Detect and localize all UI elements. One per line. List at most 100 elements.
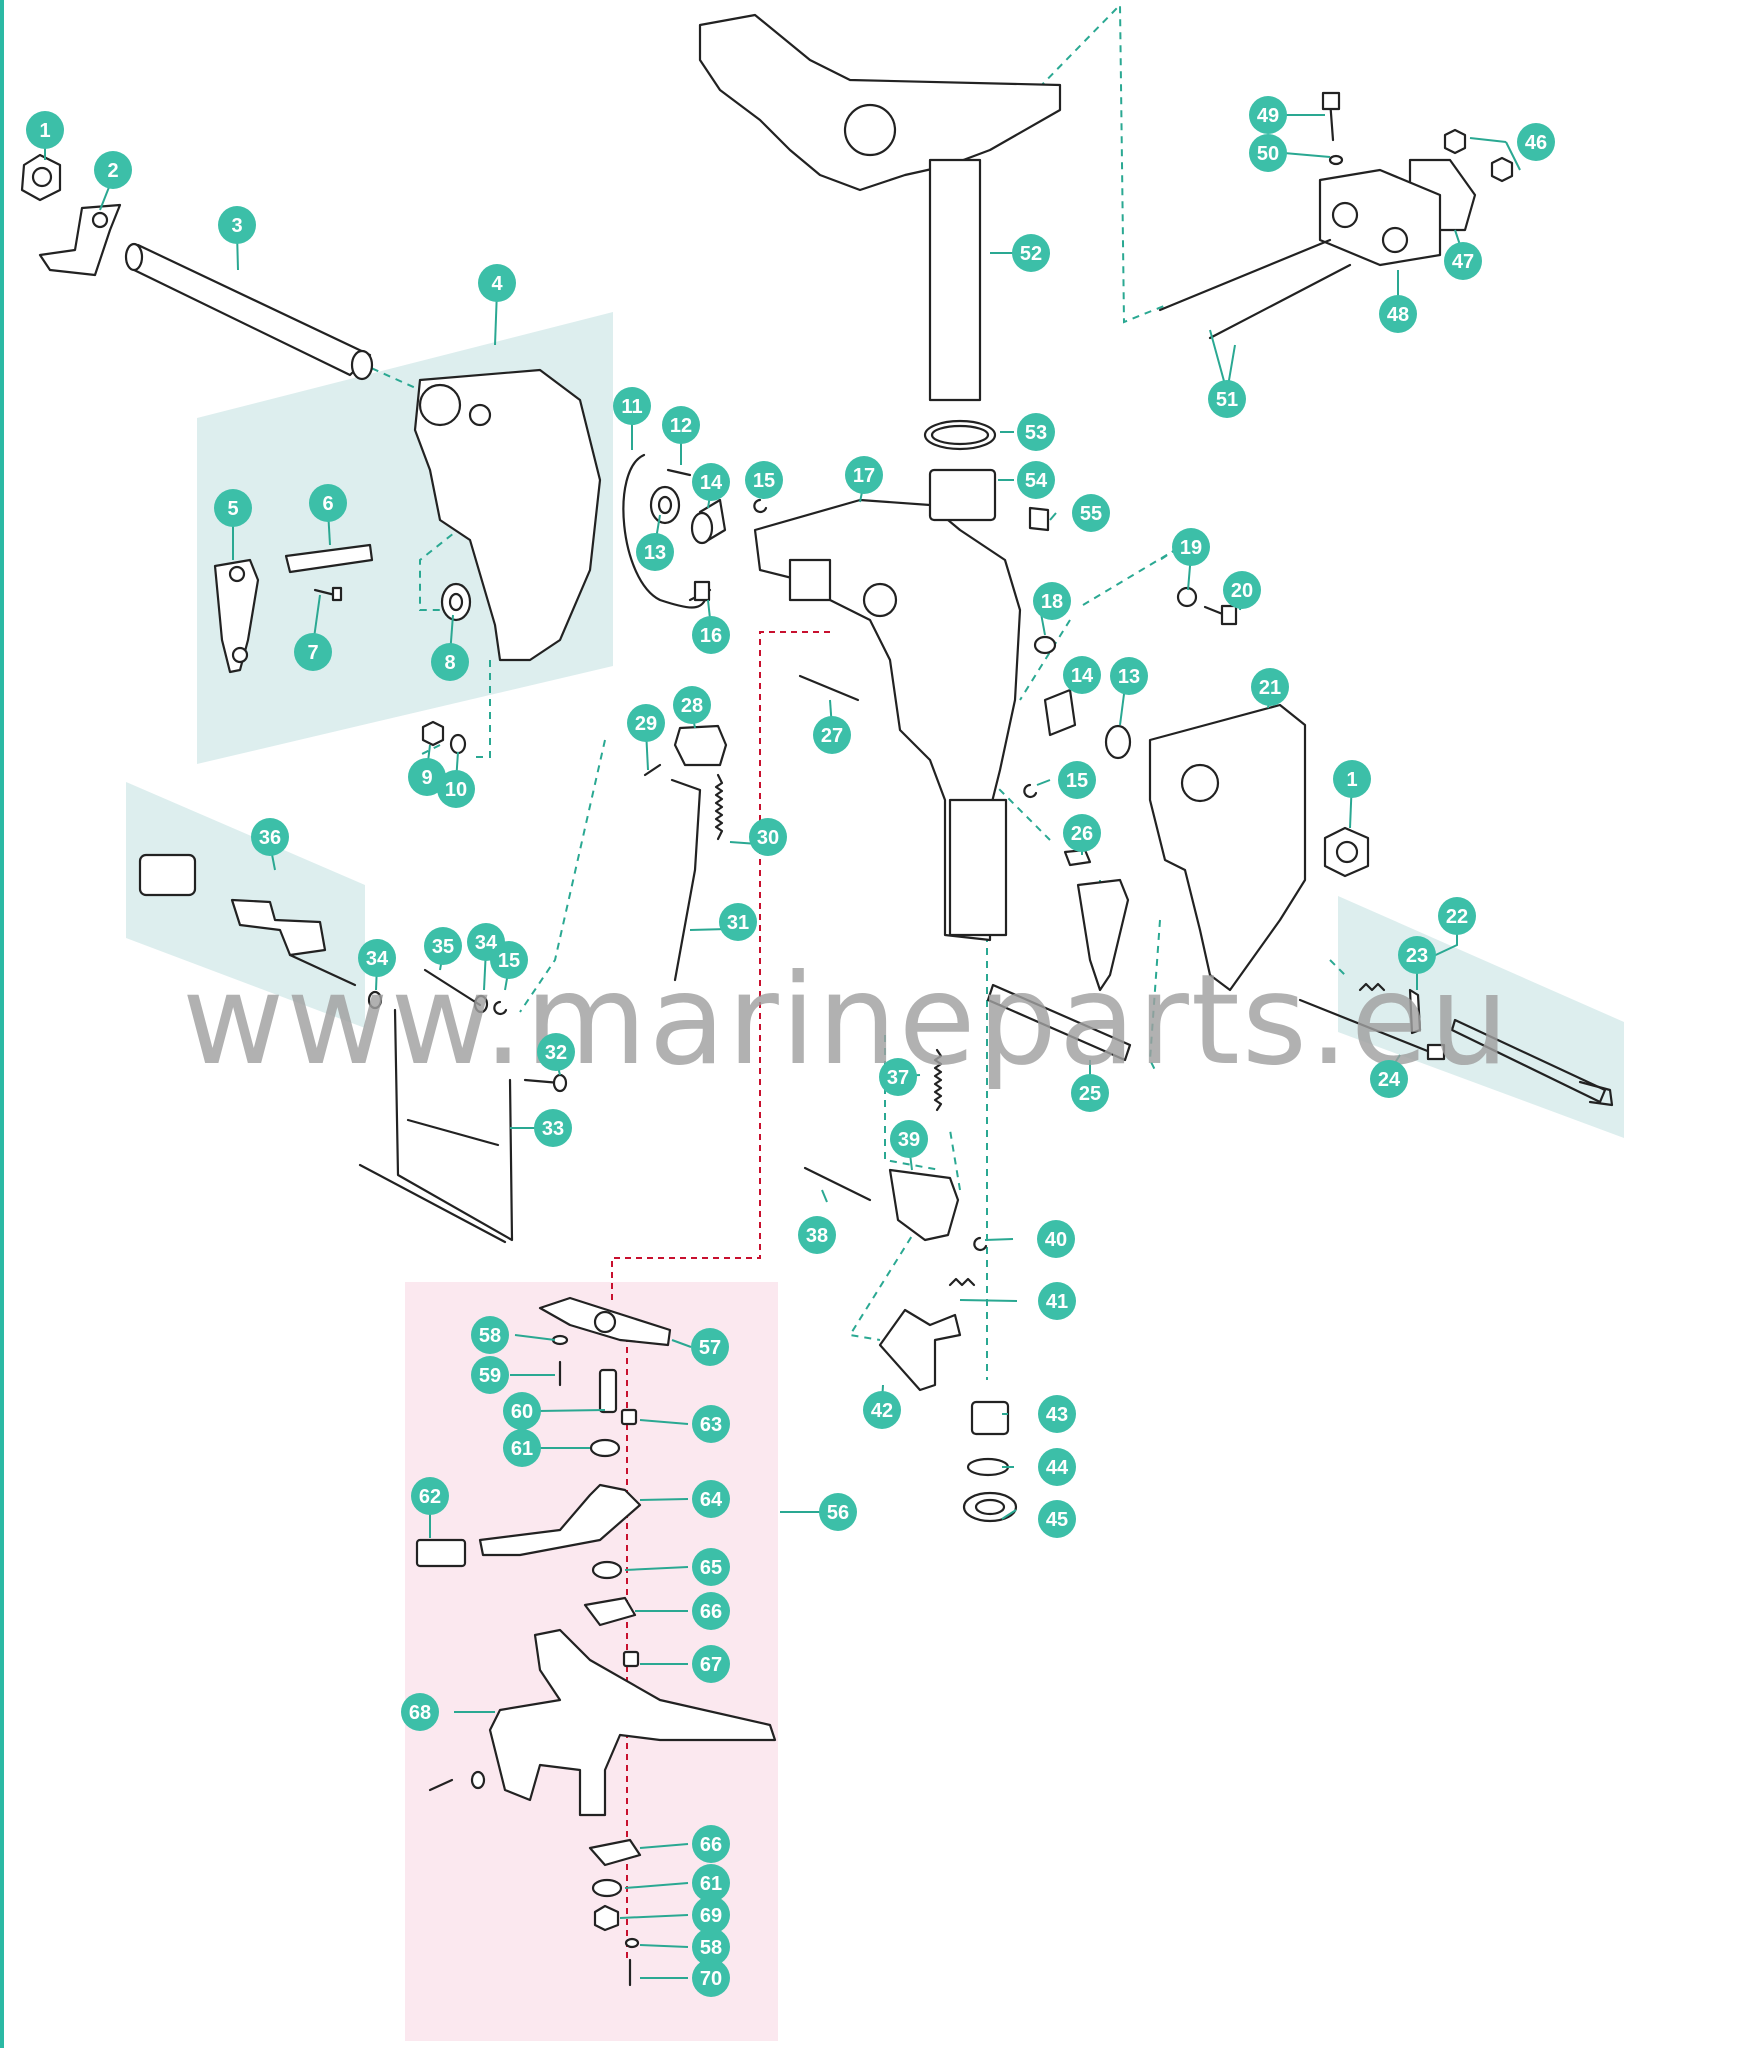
callout-bubble: [819, 1493, 857, 1531]
callout-number: 32: [545, 1042, 567, 1064]
spring-62: [415, 1538, 467, 1568]
callout-15: 15: [1058, 761, 1096, 799]
callout-39: 39: [890, 1120, 928, 1158]
watermark-text: www.marineparts.eu: [182, 948, 1511, 1093]
callout-number: 42: [871, 1400, 893, 1422]
block-28: [673, 724, 728, 767]
callout-number: 24: [1378, 1069, 1401, 1091]
callout-number: 53: [1025, 422, 1047, 444]
callout-number: 64: [700, 1489, 723, 1511]
shim-55: [1028, 506, 1050, 532]
callout-number: 13: [644, 542, 666, 564]
callout-30: 30: [749, 818, 787, 856]
through-bolt-24: [1298, 998, 1432, 1054]
callout-bubble: [408, 758, 446, 796]
callout-bubble: [691, 1328, 729, 1366]
steering-head-52: [698, 13, 1062, 192]
bushing-43: [970, 1400, 1010, 1436]
callout-56: 56: [819, 1493, 857, 1531]
spring-30: [714, 773, 724, 841]
callout-number: 15: [753, 470, 775, 492]
callout-number: 49: [1257, 105, 1279, 127]
callout-number: 36: [259, 827, 281, 849]
callout-bubble: [478, 264, 516, 302]
callout-number: 55: [1080, 503, 1102, 525]
nut-46b: [1490, 156, 1514, 183]
circlip-15: [753, 498, 768, 514]
callout-number: 37: [887, 1067, 909, 1089]
callout-number: 70: [700, 1968, 722, 1990]
callout-number: 27: [821, 725, 843, 747]
callout-49: 49: [1249, 96, 1287, 134]
washer-65: [591, 1560, 623, 1580]
callout-50: 50: [1249, 134, 1287, 172]
callout-68: 68: [401, 1693, 439, 1731]
knob-36: [138, 853, 197, 897]
callout-7: 7: [294, 633, 332, 671]
callout-bubble: [503, 1392, 541, 1430]
callout-bubble: [692, 616, 730, 654]
callout-53: 53: [1017, 413, 1055, 451]
callout-2: 2: [94, 151, 132, 189]
callout-27: 27: [813, 716, 851, 754]
callout-bubble: [1172, 528, 1210, 566]
callout-62: 62: [411, 1477, 449, 1515]
callout-number: 40: [1045, 1229, 1067, 1251]
callout-number: 25: [1079, 1083, 1101, 1105]
callout-bubble: [431, 643, 469, 681]
callout-number: 48: [1387, 304, 1409, 326]
washer-34: [367, 990, 383, 1010]
callout-bubble: [309, 484, 347, 522]
callout-number: 28: [681, 695, 703, 717]
callout-number: 18: [1041, 591, 1063, 613]
callout-bubble: [537, 1033, 575, 1071]
nut-9: [421, 720, 445, 747]
bolt-38: [803, 1166, 872, 1202]
callout-bubble: [1058, 761, 1096, 799]
callout-number: 5: [227, 498, 238, 520]
callout-bubble: [1251, 668, 1289, 706]
callout-bubble: [1379, 295, 1417, 333]
callout-bubble: [673, 686, 711, 724]
callout-20: 20: [1223, 571, 1261, 609]
screw-12: [666, 468, 692, 477]
callout-14: 14: [692, 463, 730, 501]
callout-13: 13: [636, 533, 674, 571]
callout-number: 44: [1046, 1457, 1069, 1479]
callout-number: 68: [409, 1702, 431, 1724]
callout-bubble: [1063, 814, 1101, 852]
callout-bubble: [94, 151, 132, 189]
callout-bubble: [471, 1316, 509, 1354]
callout-bubble: [613, 387, 651, 425]
callout-bubble: [692, 1645, 730, 1683]
callout-number: 15: [498, 950, 520, 972]
page-left-border: [0, 0, 4, 2048]
callout-60: 60: [503, 1392, 541, 1430]
callout-number: 46: [1525, 132, 1547, 154]
part-drawings: [20, 13, 1614, 1987]
callout-bubble: [214, 489, 252, 527]
spacer-63: [620, 1408, 638, 1426]
callout-61: 61: [692, 1864, 730, 1902]
clip-42: [878, 1308, 962, 1392]
callout-number: 2: [107, 160, 118, 182]
pin-27: [798, 674, 860, 702]
callout-bubble: [890, 1120, 928, 1158]
callout-bubble: [745, 461, 783, 499]
callout-45: 45: [1038, 1500, 1076, 1538]
screw-29: [643, 763, 662, 777]
stud-51a: [1158, 238, 1332, 312]
callout-3: 3: [218, 206, 256, 244]
callout-number: 58: [479, 1325, 501, 1347]
circlip-15-right: [1023, 783, 1038, 799]
washer-10: [449, 733, 467, 755]
callout-bubble: [294, 633, 332, 671]
callout-bubble: [1038, 1395, 1076, 1433]
callout-bubble: [503, 1429, 541, 1467]
callout-number: 57: [699, 1337, 721, 1359]
sleeve-60: [598, 1368, 618, 1414]
callout-10: 10: [437, 770, 475, 808]
callout-bubble: [1223, 571, 1261, 609]
callout-number: 29: [635, 713, 657, 735]
callout-number: 14: [700, 472, 723, 494]
